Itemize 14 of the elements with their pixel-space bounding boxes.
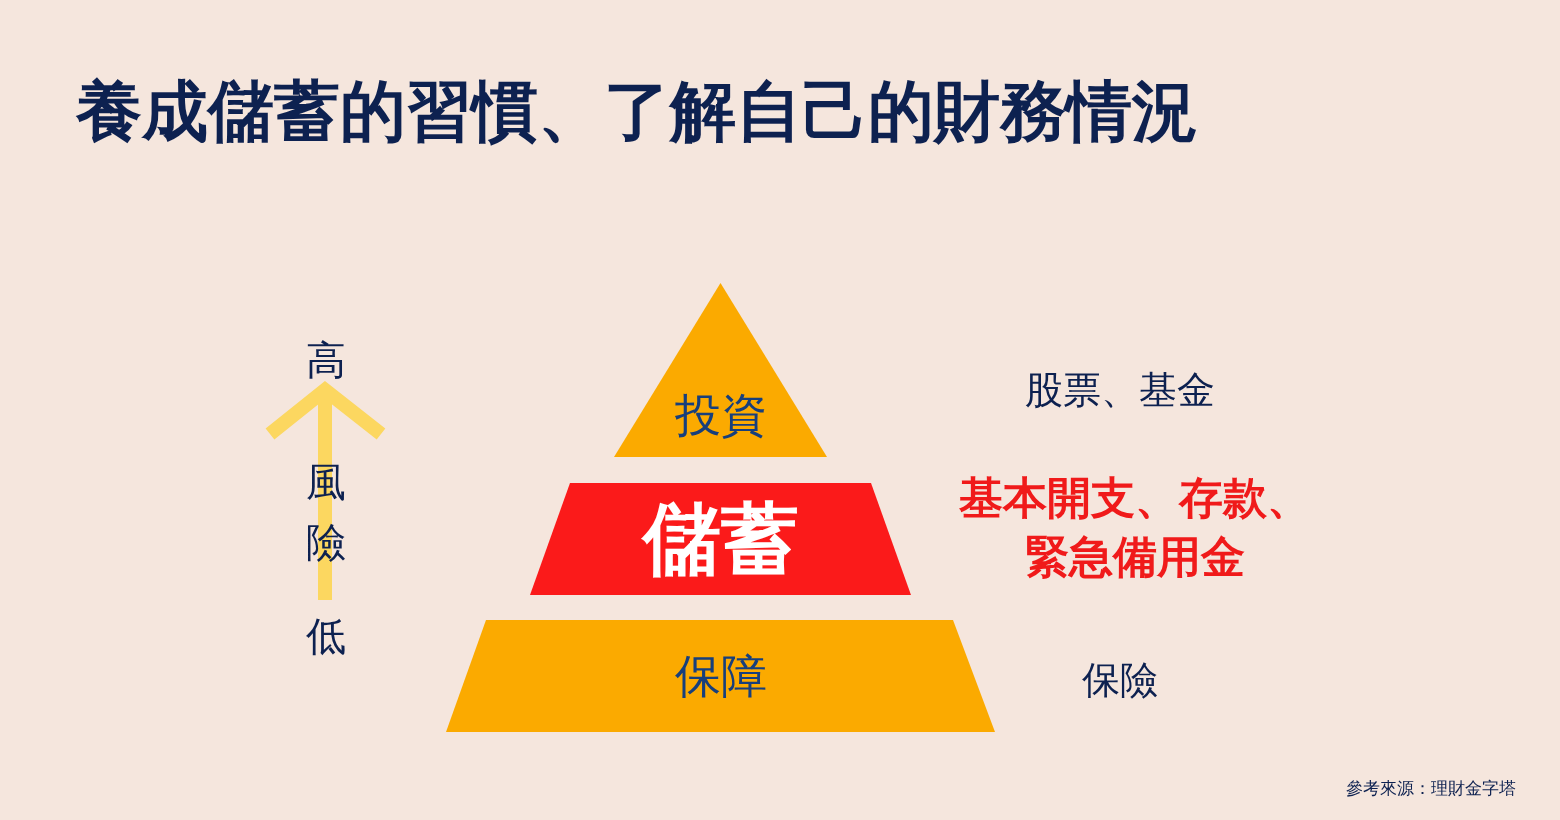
risk-label: 高	[306, 337, 346, 384]
tier-description: 保險	[1081, 658, 1159, 703]
pyramid-tier	[530, 483, 911, 595]
tier-description: 基本開支、存款、緊急備用金	[958, 472, 1312, 584]
risk-label: 風險	[306, 459, 346, 566]
risk-label: 低	[306, 613, 346, 660]
tier-label: 保障	[674, 653, 767, 699]
source-note: 參考來源：理財金字塔	[1346, 778, 1516, 800]
tier-label: 儲蓄	[642, 500, 799, 578]
title: 養成儲蓄的習慣、了解自己的財務情況	[76, 78, 1198, 144]
pyramid-tier	[614, 283, 827, 457]
pyramid-tier	[446, 620, 995, 732]
tier-label: 投資	[674, 388, 767, 438]
tier-description: 股票、基金	[1024, 368, 1216, 413]
